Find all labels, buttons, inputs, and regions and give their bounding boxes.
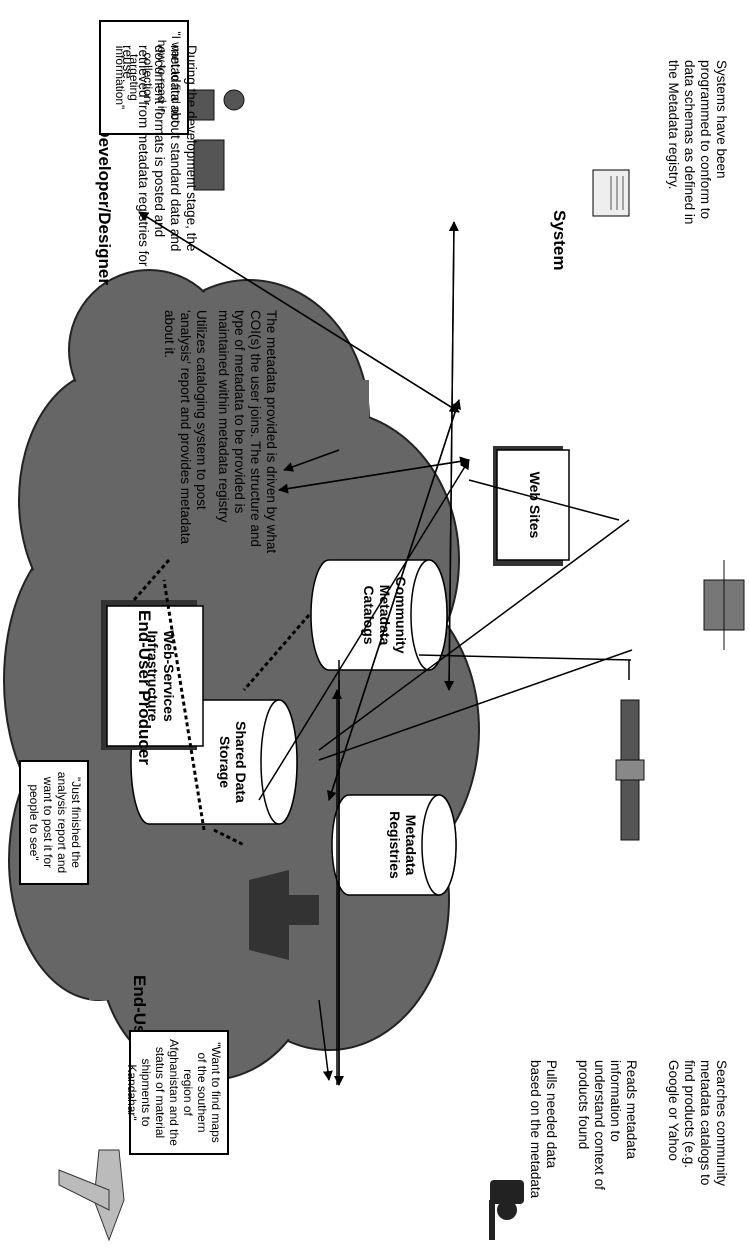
server-icon	[592, 169, 630, 217]
arrow-to-consumer	[318, 999, 333, 1081]
producer-coi-note: The metadata provided is driven by what …	[216, 310, 279, 554]
web-sites-box[interactable]	[493, 446, 570, 566]
consumer-quote-bubble: "Want to find maps of the southern regio…	[125, 1030, 229, 1155]
community-metadata-catalogs-label: Community Metadata Catalogs	[361, 576, 409, 654]
metadata-registries-label: Metadata Registries	[387, 811, 419, 879]
web-services-box[interactable]	[101, 600, 204, 750]
system-label: System	[550, 210, 569, 271]
metadata-registries-db[interactable]	[331, 794, 457, 896]
soldier-icon	[489, 1180, 524, 1240]
satellite-icon	[615, 699, 645, 841]
web-services-infrastructure-label: Web-Services Infrastructure	[145, 630, 177, 722]
producer-quote-bubble: "Just finished the analysis report and w…	[19, 760, 89, 885]
ship-icon	[249, 870, 319, 960]
producer-post-note: Utilizes cataloging system to post 'anal…	[162, 310, 209, 545]
consumer-search-note: Searches community metadata catalogs to …	[666, 1060, 729, 1187]
web-sites-label: Web Sites	[527, 471, 543, 539]
shared-data-storage-label: Shared Data Storage	[217, 721, 249, 803]
consumer-pull-note: Pulls needed data based on the metadata	[528, 1060, 559, 1199]
consumer-read-note: Reads metadata information to understand…	[576, 1060, 639, 1190]
helicopter-icon	[703, 560, 745, 650]
system-programming-note: Systems have been programmed to conform …	[666, 60, 729, 225]
fighter-jet-icon	[58, 1149, 125, 1242]
developer-stage-note: During the development stage, the metada…	[120, 45, 199, 267]
arrows	[138, 211, 633, 1086]
community-metadata-catalogs-db[interactable]	[310, 559, 448, 671]
dotted-connectors	[132, 559, 311, 847]
